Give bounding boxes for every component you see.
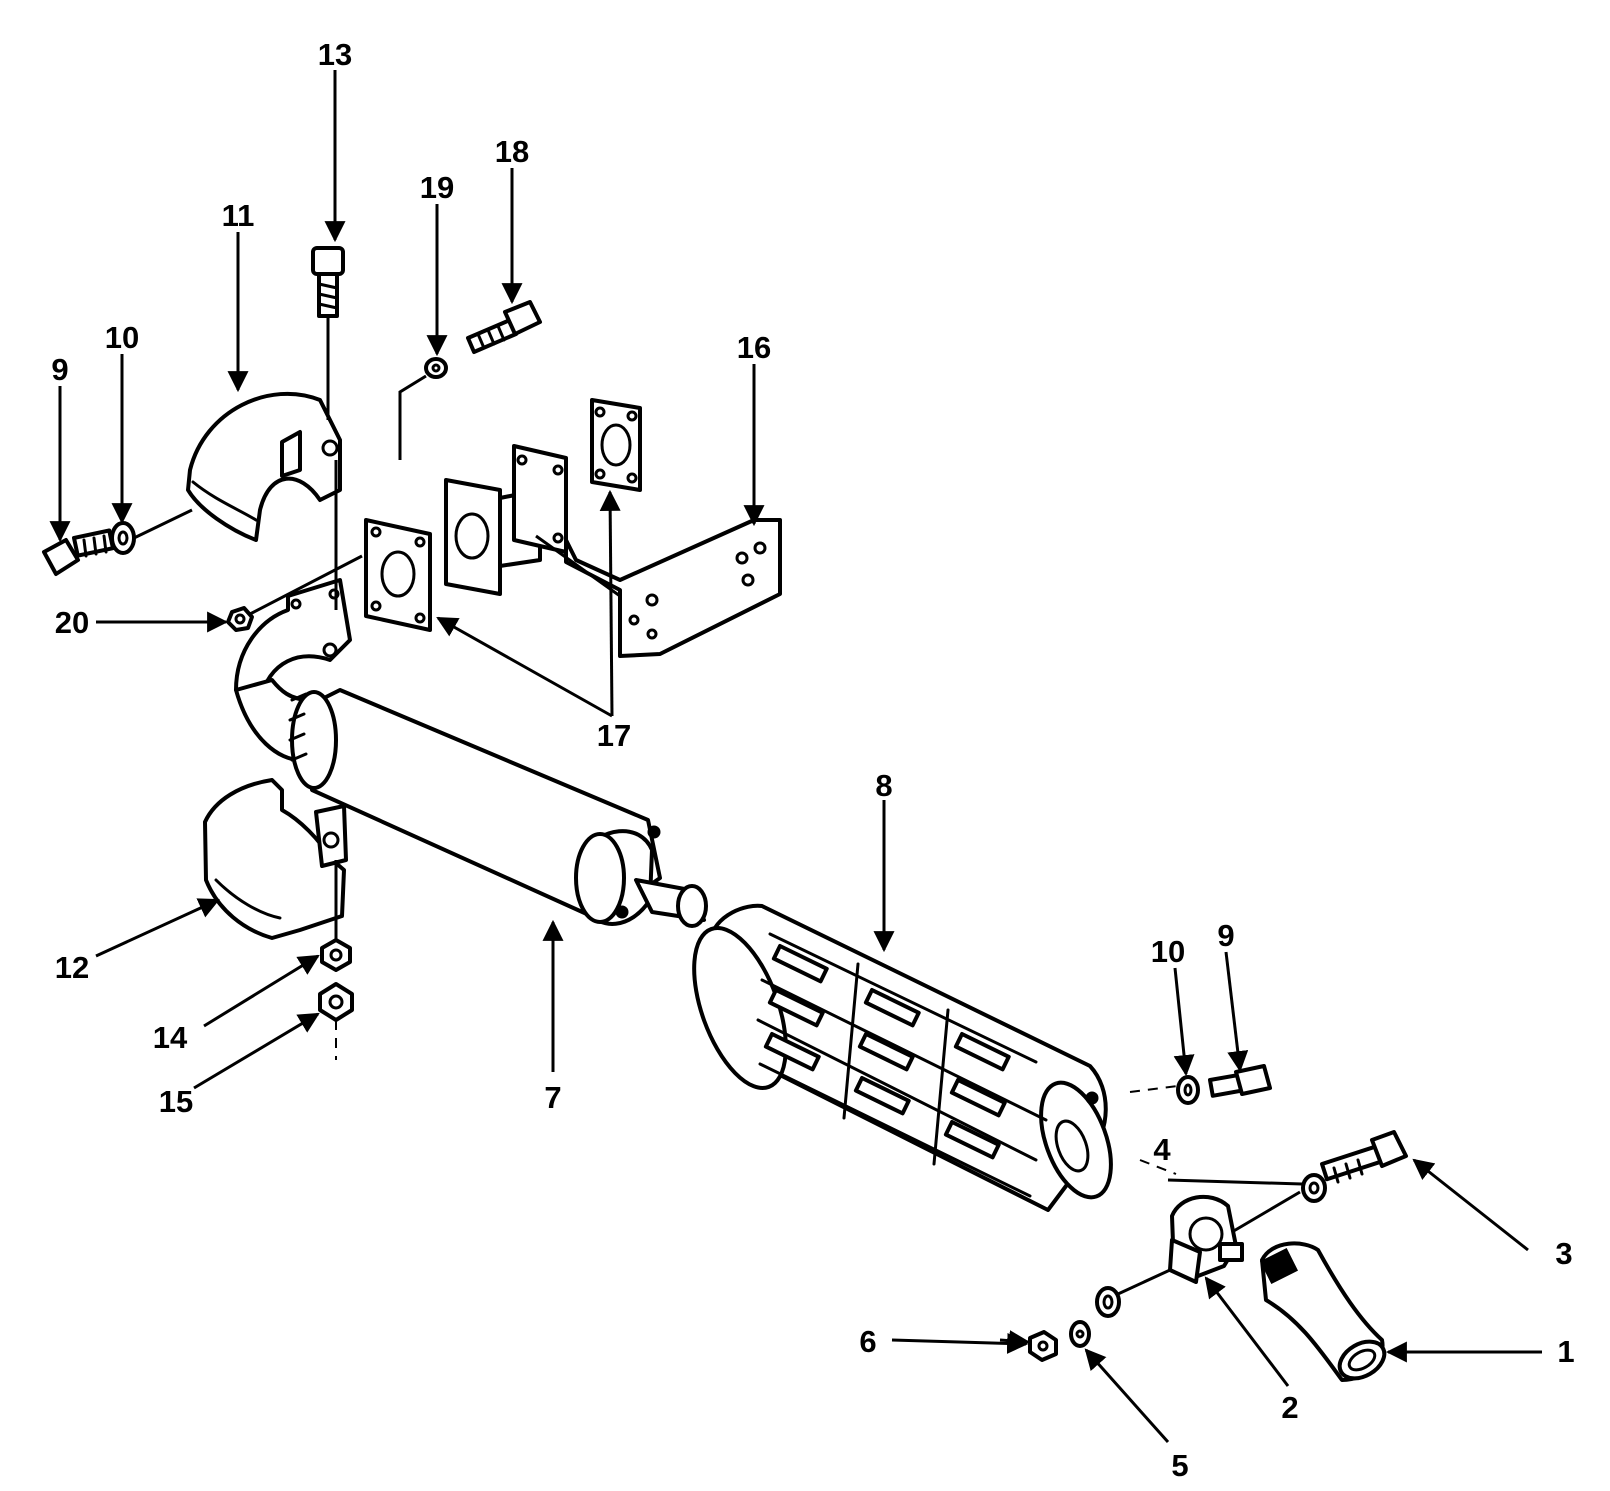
- nut-6: [1028, 1330, 1058, 1362]
- callout-20: 20: [55, 605, 89, 640]
- callout-14: 14: [153, 1020, 188, 1055]
- callout-10-left: 10: [105, 320, 139, 355]
- callout-17: 17: [597, 718, 631, 753]
- callout-13: 13: [318, 37, 352, 72]
- clamp-upper-11: [186, 391, 342, 542]
- nut-15: [318, 982, 354, 1022]
- nut-20: [226, 606, 254, 632]
- callout-12: 12: [55, 950, 89, 985]
- callout-18: 18: [495, 134, 529, 169]
- washer-4-lower: [1095, 1286, 1121, 1318]
- clamp-2: [1168, 1195, 1244, 1284]
- lock-washer-5: [1069, 1320, 1091, 1348]
- callout-8: 8: [875, 768, 892, 803]
- bolt-9-right: [1207, 1064, 1272, 1098]
- nut-14: [320, 938, 352, 972]
- callout-labels: 13 18 19 11 10 9 16 20 17 8 12 14 15 7 1…: [51, 37, 1574, 1483]
- callout-9-left: 9: [51, 352, 68, 387]
- callout-5: 5: [1171, 1448, 1188, 1483]
- gasket-17-upper: [590, 398, 642, 492]
- bracket-16: [564, 518, 782, 658]
- bolt-3: [1320, 1130, 1408, 1184]
- flange-pipe: [444, 444, 568, 596]
- clamp-lower-12: [203, 778, 348, 940]
- callout-6: 6: [859, 1324, 876, 1359]
- callout-4: 4: [1153, 1132, 1171, 1167]
- callout-2: 2: [1281, 1390, 1298, 1425]
- bolt-13: [311, 246, 345, 318]
- bolt-9-left: [42, 528, 115, 576]
- callout-19: 19: [420, 170, 454, 205]
- callout-1: 1: [1557, 1334, 1574, 1369]
- callout-16: 16: [737, 330, 771, 365]
- callout-15: 15: [159, 1084, 193, 1119]
- callout-7: 7: [544, 1080, 561, 1115]
- gasket-17-lower: [364, 518, 432, 632]
- callout-10-right: 10: [1151, 934, 1185, 969]
- assembly-lines: [133, 316, 1303, 1296]
- muffler-7: [288, 688, 708, 928]
- lock-washer-19: [424, 357, 448, 379]
- tailpipe-1: [1259, 1241, 1387, 1382]
- bolt-18: [466, 300, 542, 354]
- washer-4-upper: [1301, 1173, 1327, 1203]
- callout-leaders: [49, 70, 1542, 1443]
- washer-10-right: [1176, 1075, 1200, 1105]
- callout-9-right: 9: [1217, 918, 1234, 953]
- callout-11: 11: [222, 198, 255, 233]
- callout-3: 3: [1555, 1236, 1572, 1271]
- washer-10-left: [110, 521, 136, 555]
- spark-arrester-8: [692, 903, 1113, 1212]
